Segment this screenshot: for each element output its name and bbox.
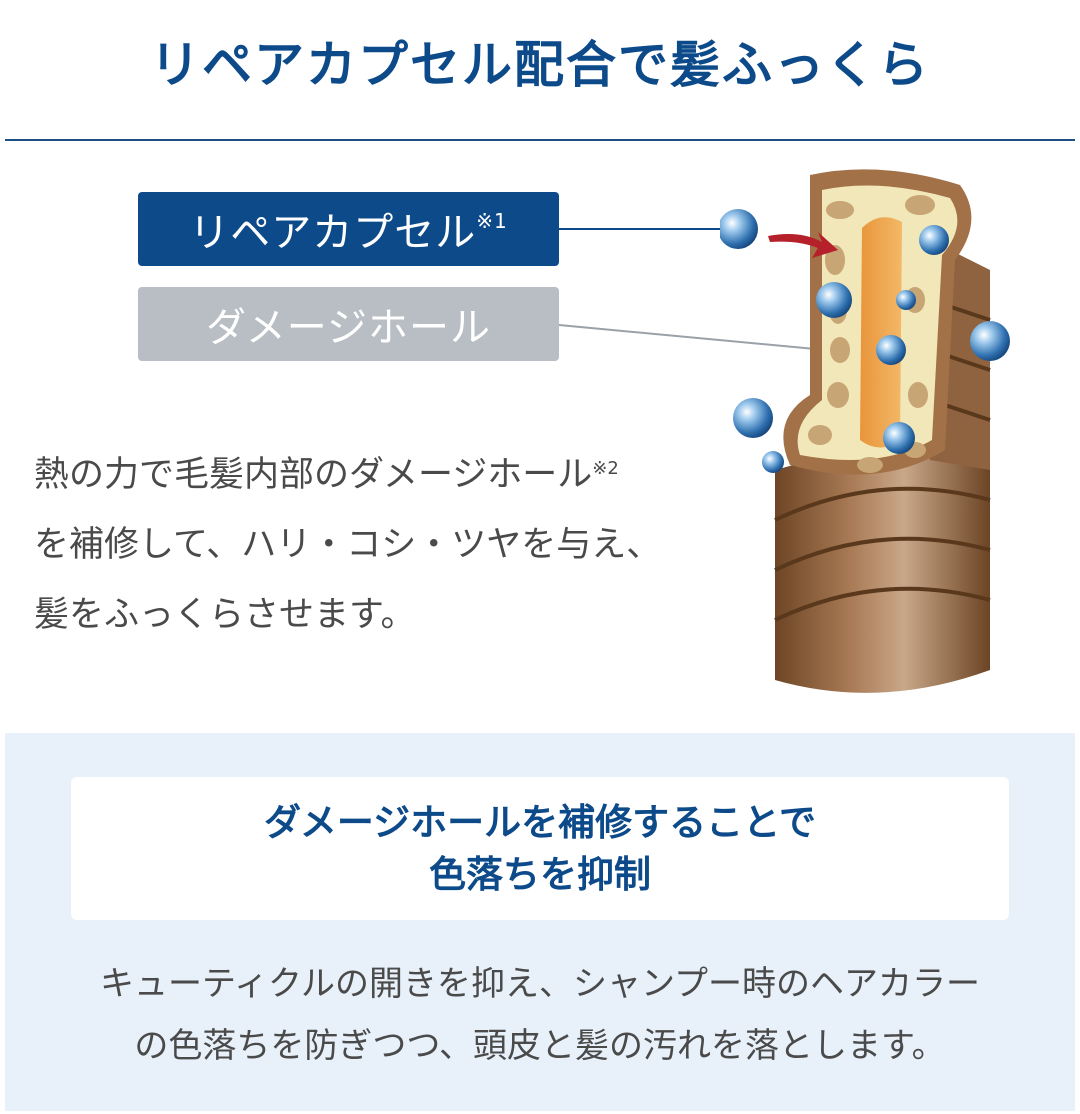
repair-capsule-bubble — [970, 321, 1010, 361]
description-text: 熱の力で毛髪内部のダメージホール※2 を補修して、ハリ・コシ・ツヤを与え、 髪を… — [34, 440, 754, 650]
description-line-2: を補修して、ハリ・コシ・ツヤを与え、 — [34, 525, 662, 565]
description-line-3: 髪をふっくらさせます。 — [34, 595, 416, 635]
hair-cross-section-illustration — [720, 169, 1010, 693]
repair-capsule-label: リペアカプセル※1 — [138, 192, 559, 266]
cuticle-scale — [774, 586, 991, 622]
repair-capsule-bubble — [816, 282, 852, 318]
color-fade-heading-line-2: 色落ちを抑制 — [429, 852, 651, 896]
hair-shaft — [775, 452, 990, 693]
color-fade-heading-card: ダメージホールを補修することで 色落ちを抑制 — [71, 777, 1009, 920]
color-fade-heading-line-1: ダメージホールを補修することで — [263, 800, 817, 844]
description-line-1: 熱の力で毛髪内部のダメージホール※2 — [34, 455, 619, 495]
red-arrow — [768, 232, 838, 258]
color-fade-body: キューティクルの開きを抑え、シャンプー時のヘアカラー の色落ちを防ぎつつ、頭皮と… — [5, 953, 1075, 1077]
color-fade-body-line-1: キューティクルの開きを抑え、シャンプー時のヘアカラー — [100, 964, 980, 1004]
repair-capsule-footnote-mark: ※1 — [476, 209, 508, 233]
repair-capsule-bubble — [720, 209, 758, 249]
repair-capsule-label-text: リペアカプセル — [189, 210, 477, 256]
repair-capsule-bubble — [876, 335, 906, 365]
repair-capsule-bubble — [762, 451, 784, 473]
damage-hole-footnote-mark: ※2 — [592, 458, 619, 479]
cuticle-scale — [774, 486, 991, 522]
color-fade-panel: ダメージホールを補修することで 色落ちを抑制 キューティクルの開きを抑え、シャン… — [5, 733, 1075, 1111]
repair-capsule-bubble — [919, 225, 949, 255]
medulla — [860, 217, 902, 448]
repair-capsule-bubble — [883, 422, 915, 454]
damage-holes — [808, 195, 935, 473]
damage-hole-label-text: ダメージホール — [206, 305, 491, 351]
repair-capsule-bubble — [733, 398, 773, 438]
damage-hole-label: ダメージホール — [138, 287, 559, 361]
color-fade-body-line-2: の色落ちを防ぎつつ、頭皮と髪の汚れを落とします。 — [134, 1026, 946, 1066]
title-divider — [5, 139, 1075, 141]
repair-capsule-bubble — [896, 290, 916, 310]
cuticle-scale — [774, 536, 991, 572]
page-title: リペアカプセル配合で髪ふっくら — [150, 36, 930, 94]
